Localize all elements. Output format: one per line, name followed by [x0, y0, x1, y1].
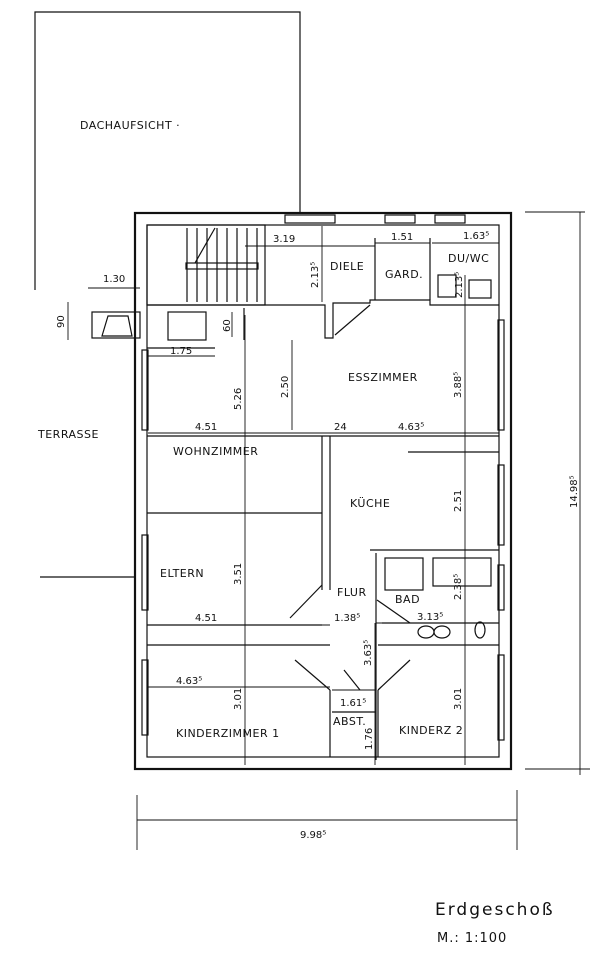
- chimney: [40, 311, 207, 578]
- roof-label: DACHAUFSICHT ·: [80, 119, 180, 132]
- room-label-wohnzimmer: WOHNZIMMER: [173, 445, 258, 458]
- dim-1-38-5: 1.38⁵: [334, 613, 360, 624]
- dim-1-75: 1.75: [170, 346, 192, 357]
- dim-9-98-5: 9.98⁵: [300, 830, 326, 841]
- drawing-scale: M.: 1:100: [437, 931, 507, 946]
- room-label-kinderz-2: KINDERZ 2: [399, 724, 463, 737]
- dim-4-63-5-ess: 4.63⁵: [398, 422, 424, 433]
- dim-3-01-kinder1: 3.01: [233, 688, 244, 710]
- dim-60: 60: [222, 319, 233, 332]
- room-label-abst: ABST.: [333, 715, 366, 728]
- dim-4-51-eltern: 4.51: [195, 613, 217, 624]
- staircase: [146, 224, 266, 306]
- dim-5-26: 5.26: [233, 388, 244, 410]
- dim-3-19: 3.19: [273, 234, 295, 245]
- dim-3-88-5: 3.88⁵: [453, 372, 464, 398]
- dimension-lines: [67, 211, 590, 850]
- dim-1-61-5: 1.61⁵: [340, 698, 366, 709]
- dim-1-76: 1.76: [364, 728, 375, 750]
- dim-1-63-5: 1.63⁵: [463, 231, 489, 242]
- drawing-title: Erdgeschoß: [435, 900, 555, 920]
- room-label-kinderzimmer-1: KINDERZIMMER 1: [176, 727, 280, 740]
- dim-3-63-5: 3.63⁵: [363, 640, 374, 666]
- dim-1-51: 1.51: [391, 232, 413, 243]
- dim-2-13-5-diele: 2.13⁵: [310, 262, 321, 288]
- dim-3-13-5: 3.13⁵: [417, 612, 443, 623]
- room-label-diele: DIELE: [330, 260, 364, 273]
- dim-2-51: 2.51: [453, 490, 464, 512]
- dim-4-51-wohn: 4.51: [195, 422, 217, 433]
- room-label-kueche: KÜCHE: [350, 497, 390, 510]
- room-label-duwc: DU/WC: [448, 252, 489, 265]
- dim-2-13-5-wc: 2.13⁵: [454, 272, 465, 298]
- dim-14-98-5: 14.98⁵: [569, 475, 580, 508]
- room-label-gard: GARD.: [385, 268, 423, 281]
- room-label-flur: FLUR: [337, 586, 367, 599]
- room-label-terrasse: TERRASSE: [37, 428, 99, 441]
- room-label-eltern: ELTERN: [160, 567, 204, 580]
- dim-2-50: 2.50: [280, 376, 291, 398]
- roof-outline: [34, 11, 301, 290]
- room-label-esszimmer: ESSZIMMER: [348, 371, 418, 384]
- outer-walls: [133, 211, 513, 771]
- dim-4-63-5-kinder: 4.63⁵: [176, 676, 202, 687]
- dim-3-51: 3.51: [233, 563, 244, 585]
- dim-3-01-kinder2: 3.01: [453, 688, 464, 710]
- dim-2-38-5: 2.38⁵: [453, 574, 464, 600]
- dim-90: 90: [56, 315, 67, 328]
- room-label-bad: BAD: [395, 593, 420, 606]
- dim-1-30: 1.30: [103, 274, 125, 285]
- dim-24: 24: [334, 422, 347, 433]
